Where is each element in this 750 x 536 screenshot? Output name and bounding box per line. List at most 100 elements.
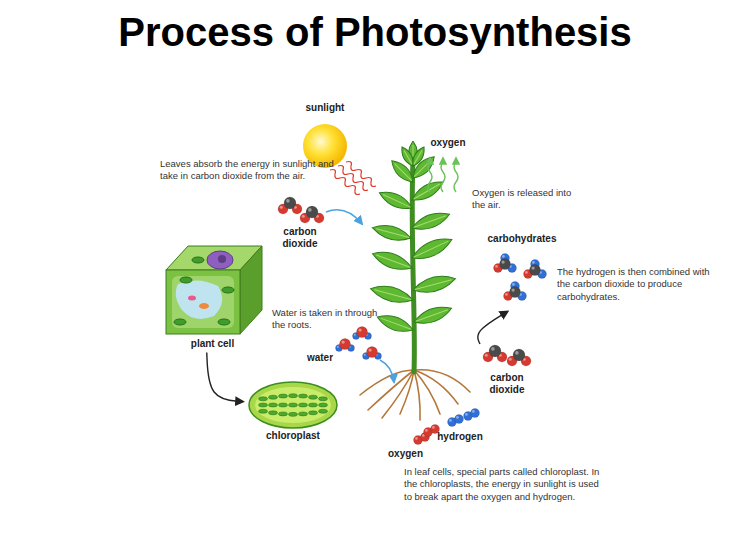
node-label: carbon dioxide [474,372,540,395]
chloroplast: chloroplast [246,380,340,442]
leaf-vein [415,280,452,290]
atom-shine [509,358,512,361]
leaf-blade [409,233,455,264]
thylakoid [309,395,318,399]
thylakoid [299,394,308,398]
node-illustration [479,336,535,372]
atom-shine [515,351,519,355]
atom-shine [502,255,505,258]
leaf-vein [414,150,422,164]
sun-ray [346,162,376,187]
note: Water is taken in through the roots. [272,307,390,332]
thylakoid [289,394,298,398]
atom-shine [341,340,344,343]
thylakoid [319,409,328,413]
leaf-vein [381,318,411,329]
carbon-dioxide-arrow [326,210,362,224]
sun-label: sunlight [290,102,360,114]
atom [489,345,501,357]
title: Process of Photosynthesis [0,10,750,55]
atom-shine [501,260,504,263]
molecule-group: carbon dioxide [474,336,540,395]
leaf-blade [370,247,414,275]
atom-shine [354,334,356,336]
atom-shine [532,261,535,264]
leaf-vein [395,164,412,181]
node-illustration [158,240,268,338]
node-label: carbohydrates [486,233,558,245]
note: The hydrogen is then combined with the c… [557,266,722,303]
atom [500,258,511,269]
leaf [370,247,414,275]
thylakoid [319,403,328,407]
leaf [375,311,415,336]
leaf-vein [414,241,448,257]
atom-shine [280,206,283,209]
thylakoid [299,412,308,416]
thylakoid [269,395,278,399]
atom-shine [485,354,488,357]
leaf-vein [376,229,409,238]
atom [510,286,521,297]
root [400,370,414,414]
oxygen-label: oxygen [423,137,473,149]
atom [340,339,351,350]
leaf [412,302,454,328]
atom [306,206,318,218]
atom-shine [358,328,361,331]
molecule-label: hydrogen [435,431,485,443]
thylakoid [289,403,298,407]
molecule-group: carbohydrates [486,233,558,309]
node-illustration [247,380,339,430]
atom [530,264,541,275]
thylakoid [309,403,318,407]
thylakoid [259,397,268,401]
atom-shine [511,288,514,291]
atom-shine [368,348,371,351]
atom-shine [286,199,290,203]
molecule-label: oxygen [383,448,428,460]
atom-shine [449,419,452,422]
root [360,370,414,395]
atom-shine [465,413,468,416]
thylakoid [269,411,278,415]
oxygen-arrow [441,158,445,192]
oxygen-arrow [454,158,458,192]
leaf-blade [371,221,413,244]
leaf-blade [410,208,452,234]
atom-shine [415,437,418,440]
cell-chloroplast [180,277,192,283]
sun-ray [330,170,360,195]
note: In leaf cells, special parts called chlo… [404,466,609,503]
atom-shine [505,293,508,296]
atom-shine [302,215,305,218]
water-arrow [380,360,394,382]
leaf [409,233,455,264]
thylakoid [259,409,268,413]
thylakoid [279,403,288,407]
atom [471,409,480,418]
atom [357,327,368,338]
leaf-blade [377,187,415,213]
atom-shine [512,283,515,286]
oxygen-arrow [428,158,432,192]
atom-shine [432,426,435,429]
leaf [409,177,446,205]
stem [412,160,414,372]
thylakoid [279,394,288,398]
cell-chloroplast [174,319,186,325]
cell-chloroplast [222,287,234,293]
leaf [377,187,415,213]
root [414,370,458,404]
leaf [410,208,452,234]
chloroplast-drawing [249,382,337,428]
leaf-vein [414,216,446,228]
note: Leaves absorb the energy in sunlight and… [160,158,335,183]
atom-shine [456,416,459,419]
atom [284,197,296,209]
atom [455,415,464,424]
root [414,370,470,392]
molecule-label: carbon dioxide [272,226,328,249]
flow-arrow [207,353,243,402]
atom-shine [364,354,366,356]
